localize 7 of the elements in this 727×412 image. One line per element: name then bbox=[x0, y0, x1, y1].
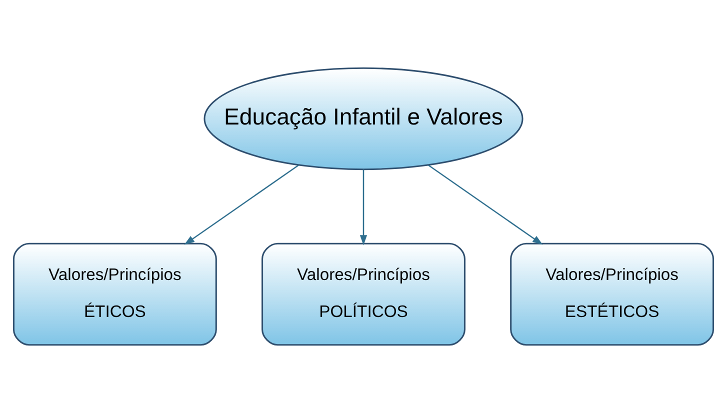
node-ellipse: Educação Infantil e Valores bbox=[204, 66, 524, 170]
node-box: Valores/Princípios ÉTICOS bbox=[12, 242, 217, 346]
node-box: Valores/Princípios ESTÉTICOS bbox=[510, 242, 714, 346]
arrow bbox=[360, 169, 368, 245]
node-box: Valores/Princípios POLÍTICOS bbox=[262, 242, 466, 346]
arrow bbox=[184, 164, 300, 244]
arrow bbox=[428, 164, 543, 244]
